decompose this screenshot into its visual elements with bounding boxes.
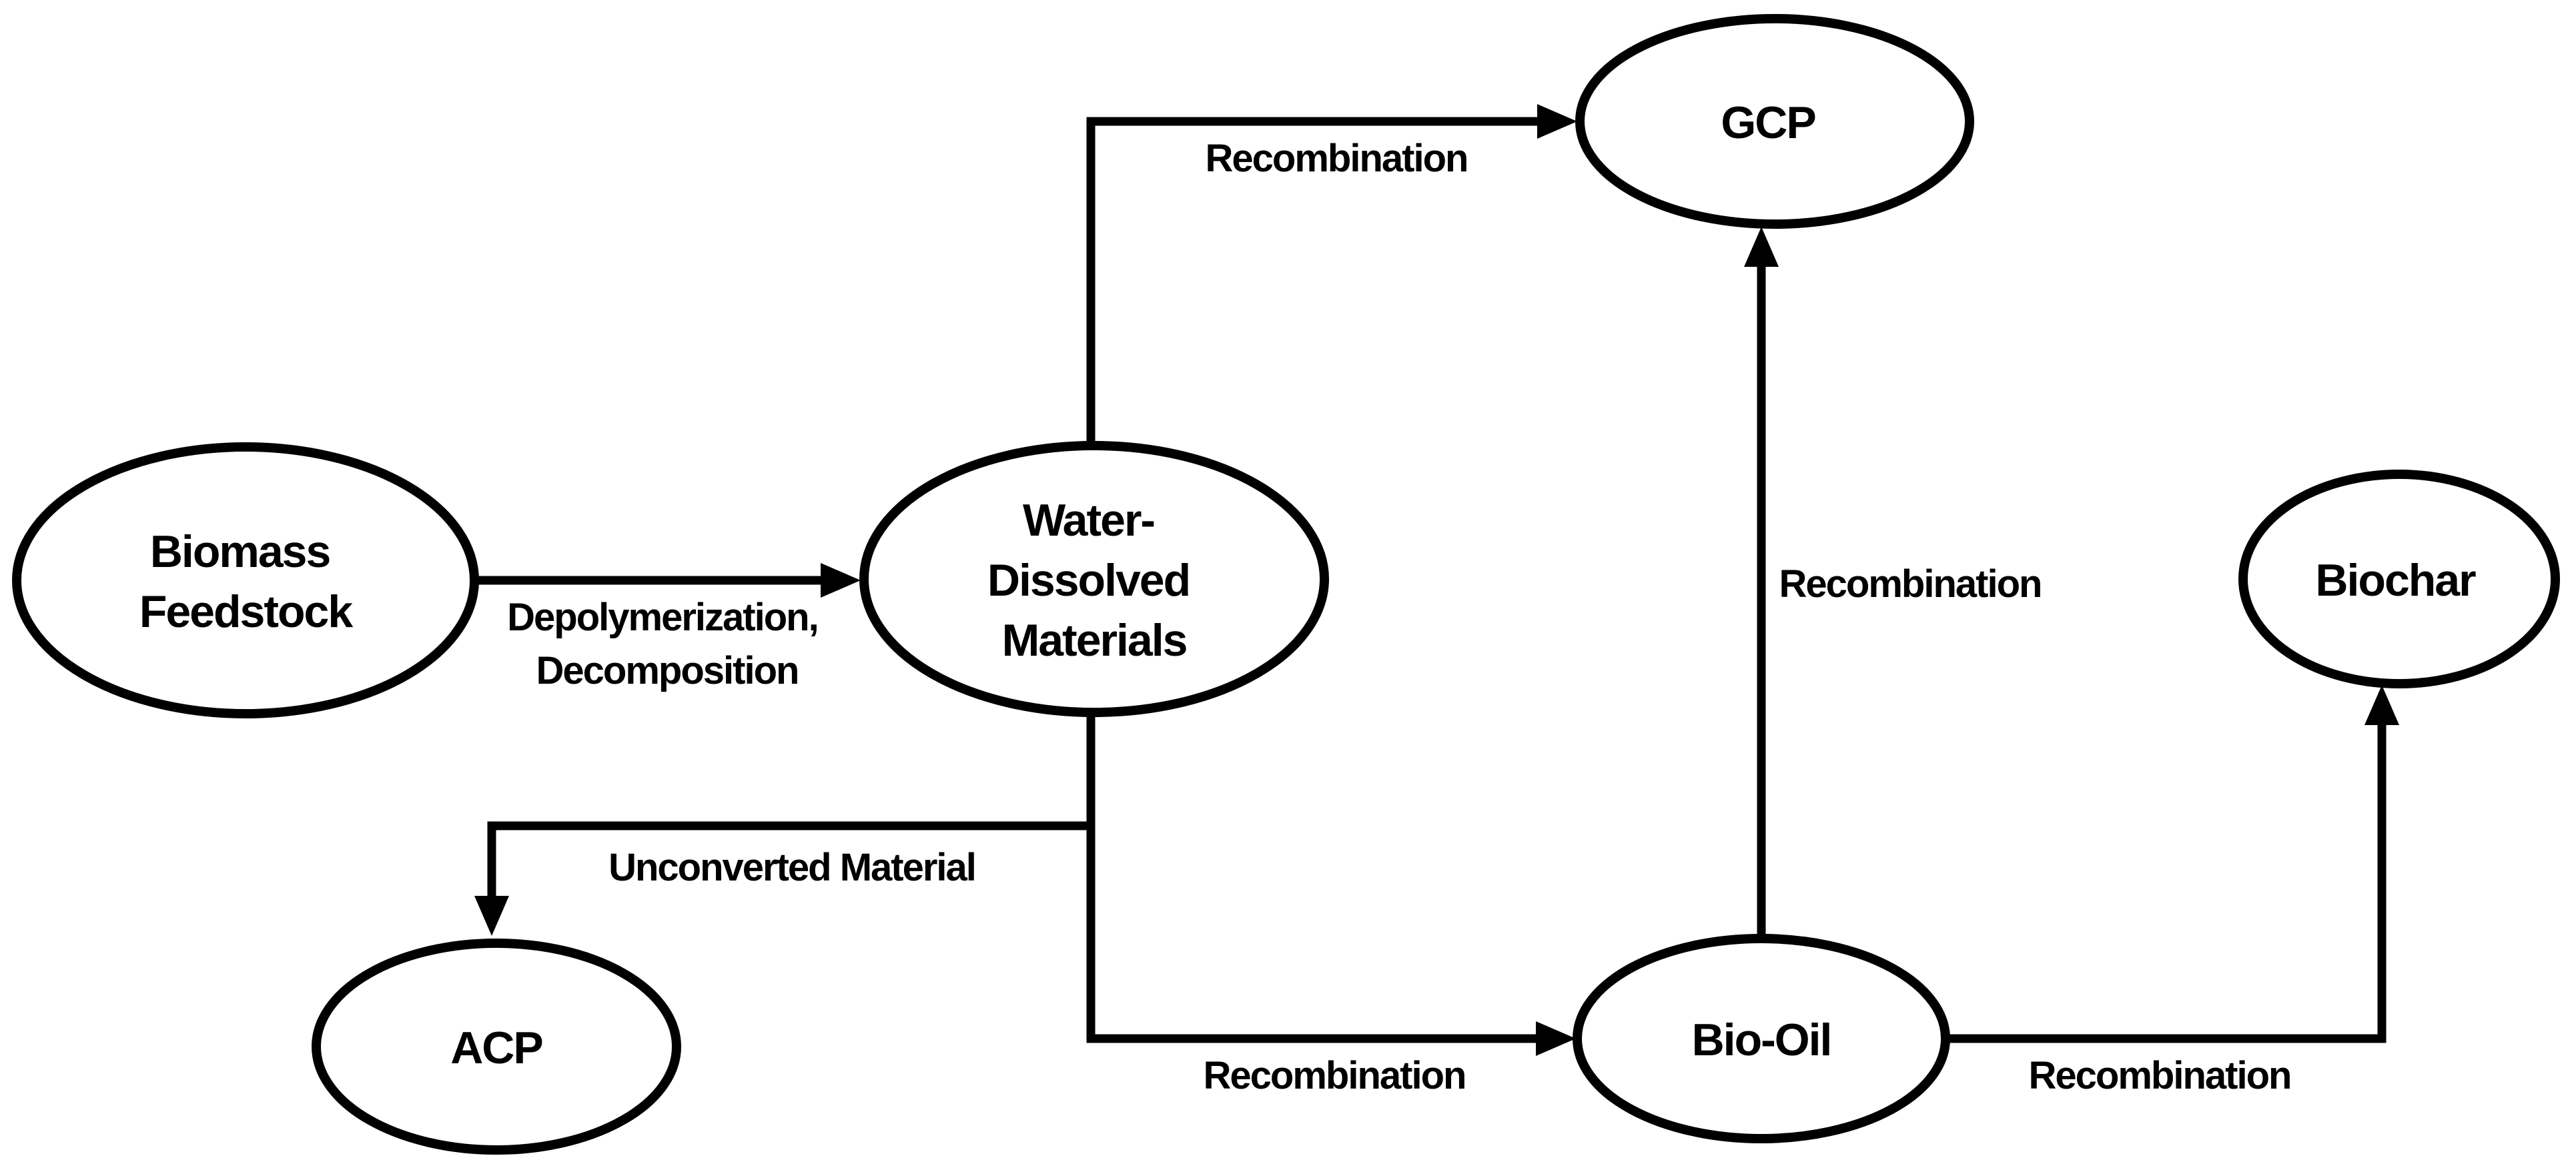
- node-biochar: [2238, 470, 2560, 688]
- edge-label-recombination-bio-oil-gcp: Recombination: [1779, 562, 2042, 606]
- edge-water-dissolved-to-acp: [474, 821, 1095, 936]
- edge-bio-oil-to-biochar: [1946, 685, 2399, 1043]
- node-bio-oil-label: Bio-Oil: [1692, 1015, 1831, 1065]
- node-wdm-line2: Dissolved: [987, 555, 1190, 606]
- node-acp-label: ACP: [450, 1023, 542, 1073]
- node-bio-oil: [1573, 934, 1950, 1143]
- node-biomass-line1: Biomass: [150, 526, 330, 577]
- node-water-dissolved-materials-label: Water- Dissolved Materials: [987, 495, 1201, 666]
- node-gcp: [1575, 14, 1974, 229]
- edge-label-depolymerization-line1: Depolymerization,: [507, 596, 818, 639]
- node-biomass-feedstock: [12, 442, 479, 718]
- node-water-dissolved-materials: [859, 441, 1329, 717]
- node-biomass-line2: Feedstock: [139, 586, 354, 637]
- edge-label-depolymerization: Depolymerization, Decomposition: [507, 596, 827, 692]
- node-biomass-feedstock-label: Biomass Feedstock: [139, 526, 354, 637]
- edge-label-depolymerization-line2: Decomposition: [536, 649, 799, 692]
- edge-label-unconverted-material: Unconverted Material: [608, 846, 975, 889]
- edge-label-recombination-wdm-bio-oil: Recombination: [1204, 1054, 1466, 1097]
- edge-label-recombination-bio-oil-biochar: Recombination: [2029, 1054, 2291, 1097]
- edge-label-recombination-wdm-gcp: Recombination: [1206, 137, 1468, 180]
- node-biochar-label: Biochar: [2315, 555, 2476, 606]
- node-gcp-label: GCP: [1721, 97, 1815, 148]
- edge-water-dissolved-to-bio-oil: [1086, 712, 1576, 1056]
- node-acp: [312, 939, 681, 1155]
- node-wdm-line1: Water-: [1023, 495, 1154, 546]
- edge-water-dissolved-to-gcp: [1086, 104, 1577, 446]
- node-wdm-line3: Materials: [1002, 615, 1187, 666]
